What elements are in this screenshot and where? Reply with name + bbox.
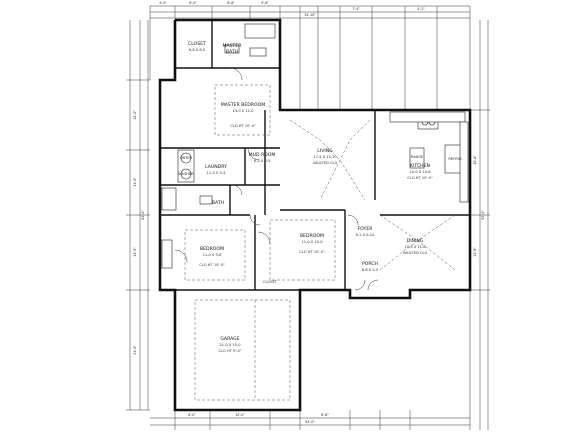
svg-text:11'-0": 11'-0" — [133, 247, 137, 257]
garage-dims: 21-0 X 15-0 — [219, 343, 241, 347]
foyer-dims: 6-2 X 6-10 — [356, 233, 375, 237]
washer-symbol — [180, 168, 192, 180]
dining-ceil: VAULTED CLG — [403, 251, 428, 255]
bath-name: BATH — [212, 200, 224, 206]
svg-text:8'-8": 8'-8" — [321, 413, 329, 417]
svg-text:6'-6": 6'-6" — [227, 1, 235, 5]
ceiling-lines — [184, 84, 456, 401]
closet-small-label: CLOSET — [263, 280, 278, 284]
porch-dims: 8-8 X 5-0 — [362, 268, 379, 272]
dryer-label: DRYER — [180, 156, 192, 160]
svg-text:10'-0": 10'-0" — [235, 413, 245, 417]
svg-text:34'-10": 34'-10" — [304, 13, 316, 17]
kitchen-name: KITCHEN — [410, 163, 430, 169]
master-bath-name2: BATH — [226, 49, 238, 55]
svg-text:54'-0": 54'-0" — [305, 420, 315, 424]
bath-tub — [161, 187, 177, 211]
svg-text:52'-4": 52'-4" — [481, 210, 485, 220]
dining-dims: 10-6 X 11-8 — [404, 245, 426, 249]
bedroom-1-dims: 11-0 X 9-6 — [203, 253, 222, 257]
svg-text:12'-0": 12'-0" — [133, 110, 137, 120]
svg-text:4'-2": 4'-2" — [417, 7, 425, 11]
living-name: LIVING — [317, 148, 333, 154]
svg-text:5'-6": 5'-6" — [261, 1, 269, 5]
doors — [174, 67, 379, 291]
interior-walls — [160, 20, 470, 291]
bedroom-2-name: BEDROOM — [300, 233, 324, 239]
top-dimension-lines: 4'-0" 6'-0" 6'-6" 5'-6" 7'-4" 4'-2" 34'-… — [149, 1, 471, 110]
kitchen-dims: 10-0 X 14-8 — [409, 170, 431, 174]
porch-name: PORCH — [362, 261, 378, 267]
refrig-label: REFRIG — [448, 157, 461, 161]
bedroom-1-ceil: CLG HT 10'-0" — [199, 263, 225, 267]
living-dims: 17-4 X 15-10 — [313, 155, 337, 159]
mud-room-dims: 6-2 X 6-5 — [254, 159, 271, 163]
bedroom-2-ceil: CLG HT 10'-0" — [299, 250, 325, 254]
range-label: RANGE — [411, 155, 424, 159]
laundry-dims: 11-0 X 5-4 — [207, 171, 226, 175]
side-dimension-lines: 12'-0" 11'-0" 11'-0" 21'-0" 62'-4" 52'-4… — [126, 20, 490, 430]
vanity — [224, 44, 240, 54]
closet-name: CLOSET — [188, 41, 206, 47]
svg-text:21'-0": 21'-0" — [133, 345, 137, 355]
svg-text:4'-0": 4'-0" — [159, 1, 167, 5]
bedroom-2-dims: 11-0 X 10-0 — [301, 240, 323, 244]
master-bedroom-dims: 13-0 X 12-0 — [232, 109, 254, 113]
kitchen-ceil: CLG HT 10'-0" — [407, 176, 433, 180]
svg-text:62'-4": 62'-4" — [141, 210, 145, 220]
master-bedroom-name: MASTER BEDROOM — [221, 102, 265, 108]
garage-name: GARAGE — [220, 336, 239, 342]
svg-text:11'-8": 11'-8" — [473, 247, 477, 257]
garage-ceil: CLG HT 9'-0" — [219, 349, 242, 353]
living-ceil: VAULTED CLG — [313, 161, 338, 165]
svg-text:7'-4": 7'-4" — [352, 7, 360, 11]
closet-dims: 6-8 X 8-0 — [189, 48, 206, 52]
master-bath-name: MASTER — [223, 43, 243, 49]
bathtub — [244, 23, 276, 39]
svg-text:6'-0": 6'-0" — [189, 1, 197, 5]
svg-text:14'-8": 14'-8" — [473, 155, 477, 165]
svg-text:11'-0": 11'-0" — [133, 177, 137, 187]
master-bedroom-ceil: CLG HT 10'-0" — [230, 124, 256, 128]
laundry-name: LAUNDRY — [205, 164, 227, 170]
exterior-walls — [158, 18, 472, 412]
bedroom-1-name: BEDROOM — [200, 246, 224, 252]
dining-name: DINING — [407, 238, 424, 244]
dryer-symbol — [180, 152, 192, 164]
foyer-name: FOYER — [358, 226, 374, 232]
mud-room-name: MUD ROOM — [249, 152, 276, 158]
svg-text:6'-0": 6'-0" — [188, 413, 196, 417]
washer-label: WASHER — [178, 172, 194, 176]
range — [409, 147, 425, 169]
room-labels: CLOSET 6-8 X 8-0 MASTER BATH MASTER BEDR… — [178, 41, 462, 353]
fixtures — [161, 23, 469, 269]
